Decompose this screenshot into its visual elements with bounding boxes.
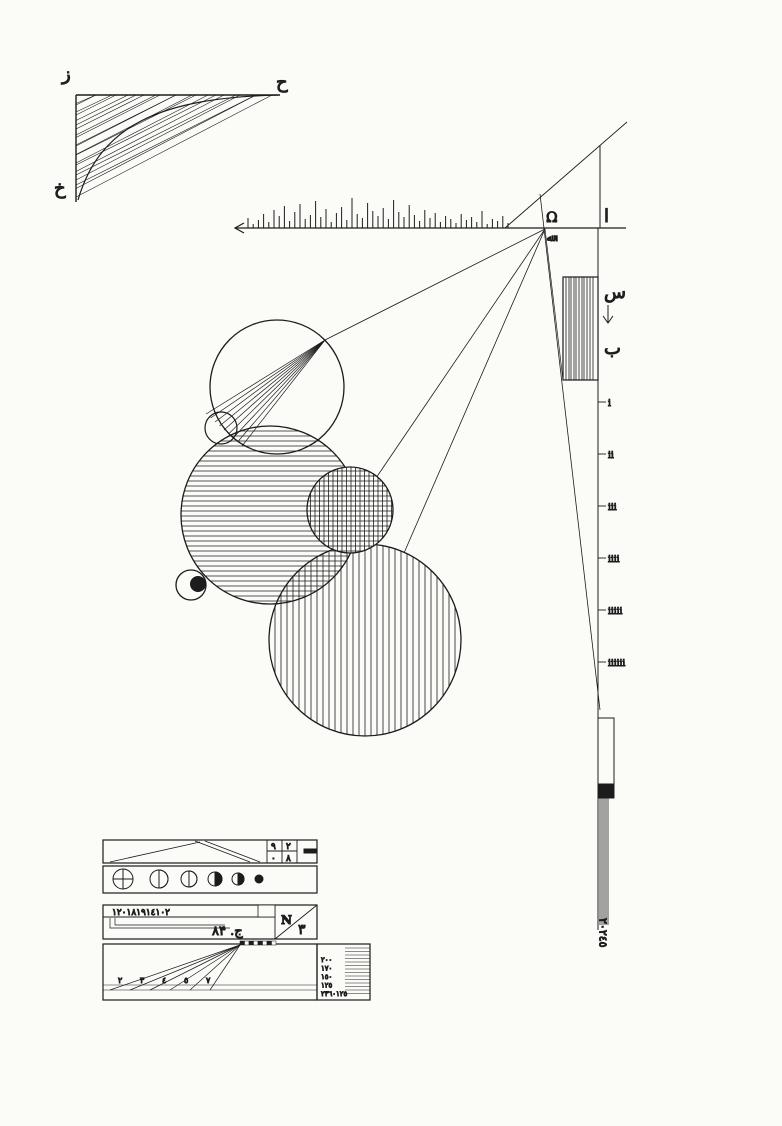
checker-cell	[257, 940, 263, 946]
moon-shade	[237, 872, 245, 886]
scale-mark: iii	[608, 503, 617, 513]
fan-line	[210, 339, 326, 419]
scale-label-sin: س	[604, 282, 626, 303]
axis-sub-label: ﷲ	[547, 234, 558, 244]
string-line	[75, 94, 113, 113]
fan-line	[237, 339, 326, 443]
string-line	[75, 94, 273, 198]
checker-cell	[244, 940, 250, 946]
string-line	[75, 94, 257, 189]
panel-fan-line	[109, 944, 241, 991]
panel-digit-1: ٩	[271, 842, 276, 852]
panel-number: ٢	[118, 976, 122, 985]
panel-digit-2: ٢	[286, 842, 291, 852]
checker-cell	[266, 940, 272, 946]
moon-phase-icon	[254, 874, 264, 884]
panel-number: ٥	[184, 976, 188, 985]
side-number: ١٧٠	[321, 965, 332, 973]
curve-label-kha: خ	[54, 178, 66, 199]
bar-axis: ا Ω ﷲ	[233, 121, 628, 711]
string-line	[75, 94, 257, 186]
panel-big-digit: ٣	[298, 922, 306, 938]
hatched-circle-grid	[306, 466, 394, 554]
string-line	[75, 94, 145, 130]
string-line	[75, 94, 129, 121]
panel-fan-line	[189, 944, 241, 991]
moon-shade	[214, 871, 223, 887]
fan-line	[241, 339, 326, 447]
scale-mark: iiii	[608, 555, 620, 565]
fan-line	[232, 339, 326, 439]
panel-number: ٧	[206, 976, 211, 985]
string-line	[75, 94, 209, 164]
side-number: ١٢٥	[321, 982, 333, 990]
eclipse-dot	[175, 569, 207, 601]
panel-fan-line	[209, 944, 241, 991]
string-curve-figure: ز ح خ	[54, 64, 289, 202]
string-line	[75, 94, 137, 126]
axis-label-alef: ا	[604, 206, 609, 227]
checker-cell	[253, 940, 259, 946]
side-number: ١٥٠	[321, 973, 332, 981]
hatched-circle-vertical-large	[268, 543, 462, 737]
string-line	[75, 94, 177, 146]
fan-line	[205, 339, 326, 415]
fan-line	[219, 339, 326, 427]
fan-circle	[204, 319, 345, 455]
string-line	[75, 94, 161, 138]
axis-label-omega: Ω	[546, 210, 558, 226]
legend-panel: ٩ ٢ ٠ ٨ ١٢٠١٨١٩١٤١٠٢ ج. ۸۴ ℕ ٣ ٢ ٣ ٤ ٥ ٧ ٢٠٠…	[102, 839, 371, 1001]
panel-digit-4: ٨	[286, 854, 291, 864]
string-line	[75, 94, 193, 155]
checker-cell	[239, 940, 245, 946]
fan-line	[214, 339, 326, 423]
panel-fan-line	[129, 944, 241, 991]
curve-label-zay: ز	[61, 64, 71, 85]
scale-mark: ii	[608, 451, 614, 461]
panel-fan-line	[149, 944, 241, 991]
scale-mark: iiiii	[608, 607, 623, 617]
scale-mark: iiiiii	[608, 659, 625, 669]
panel-number: ٤	[162, 976, 166, 985]
panel-fan-line	[169, 944, 241, 991]
checker-cell	[262, 940, 268, 946]
panel-handwritten: ج. ۸۴	[212, 924, 243, 939]
side-number: ٢٣٦٠١٢٥	[321, 990, 348, 998]
panel-digit-row: ١٢٠١٨١٩١٤١٠٢	[112, 908, 170, 918]
side-number: ٢٠٠	[321, 956, 332, 964]
string-line	[75, 94, 97, 106]
fan-line	[228, 339, 326, 435]
checker-cell	[248, 940, 254, 946]
scale-label-ba: ب	[604, 338, 621, 359]
string-line	[75, 94, 217, 166]
panel-digit-3: ٠	[271, 854, 276, 864]
string-line	[75, 94, 117, 116]
fan-line	[223, 339, 326, 431]
moon-shade	[158, 869, 169, 889]
panel-n-symbol: ℕ	[281, 913, 292, 927]
scale-mark: i	[608, 399, 611, 409]
string-line	[75, 94, 241, 181]
vertical-numbers: ٢٠٢٤٥	[597, 918, 610, 948]
checker-cell	[271, 940, 277, 946]
curve-label-ha: ح	[276, 72, 288, 93]
string-line	[75, 94, 157, 136]
panel-number: ٣	[140, 976, 145, 985]
moon-shade	[188, 870, 198, 888]
string-line	[75, 94, 197, 156]
perspective-lines	[324, 228, 546, 554]
string-line	[75, 94, 237, 176]
string-line	[75, 94, 225, 172]
